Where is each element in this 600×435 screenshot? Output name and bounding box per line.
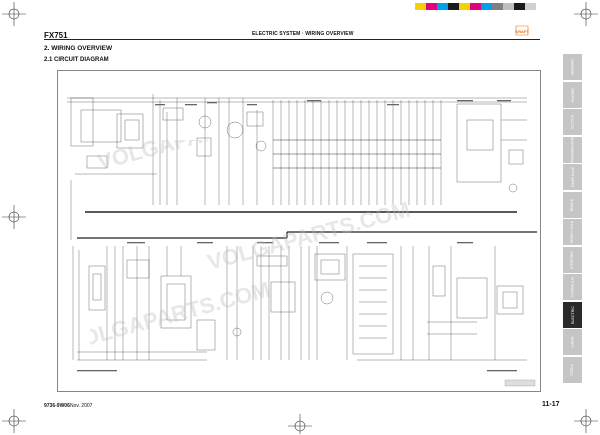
svg-text:VOLGAPARTS.COM: VOLGAPARTS.COM [95, 140, 303, 175]
color-swatch [481, 3, 492, 10]
tab-label: REAR AXLE [570, 167, 575, 187]
tab-label: STEERING [570, 250, 575, 269]
tab-engine[interactable]: ENGINE [563, 81, 582, 108]
svg-text:KRAFT: KRAFT [515, 29, 529, 34]
watermark: VOLGAPARTS.COM VOLGAPARTS.COM VOLGAPARTS… [90, 140, 413, 355]
tab-label: CABIN [570, 336, 575, 348]
document-date: Nov. 2007 [70, 403, 93, 409]
header-title: ELECTRIC SYSTEM · WIRING OVERVIEW [252, 31, 354, 37]
tab-tools[interactable]: TOOLS [563, 356, 582, 383]
tab-label: ELECTRIC [570, 305, 575, 324]
color-swatch [514, 3, 525, 10]
color-swatch [536, 3, 547, 10]
svg-text:VOLGAPARTS.COM: VOLGAPARTS.COM [90, 277, 273, 355]
color-swatch [470, 3, 481, 10]
color-swatch [415, 3, 426, 10]
tab-rear-axle[interactable]: REAR AXLE [563, 164, 582, 190]
section-title: 2. WIRING OVERVIEW [44, 45, 113, 52]
tab-label: BRAKE [570, 198, 575, 211]
tab-steering[interactable]: STEERING [563, 246, 582, 273]
tab-label: FRONT AXLE [570, 220, 575, 244]
color-swatch [492, 3, 503, 10]
svg-text:VOLGAPARTS.COM: VOLGAPARTS.COM [205, 197, 413, 275]
color-swatch [459, 3, 470, 10]
tab-label: TRANSMISSION [570, 136, 575, 163]
color-swatch [503, 3, 514, 10]
document-code: 9736-9W06 [44, 403, 70, 409]
tab-label: ENGINE [570, 87, 575, 102]
tab-cabin[interactable]: CABIN [563, 329, 582, 355]
page-number: 11-17 [542, 401, 560, 408]
tab-general[interactable]: GENERAL [563, 54, 582, 80]
color-swatch [437, 3, 448, 10]
tab-label: GENERAL [570, 58, 575, 76]
color-swatch [525, 3, 536, 10]
tab-brake[interactable]: BRAKE [563, 191, 582, 218]
subsection-title: 2.1 CIRCUIT DIAGRAM [44, 57, 109, 63]
circuit-diagram [57, 70, 541, 392]
header-rule [44, 39, 540, 40]
tab-label: TOOLS [570, 363, 575, 376]
tab-electric[interactable]: ELECTRIC [563, 301, 582, 328]
tab-front-axle[interactable]: FRONT AXLE [563, 219, 582, 245]
tab-clutch[interactable]: CLUTCH [563, 109, 582, 135]
tab-transmission[interactable]: TRANSMISSION [563, 136, 582, 163]
tab-label: CLUTCH [570, 114, 575, 130]
color-calibration-bar [415, 3, 547, 10]
tab-label: HYDRAULIC [570, 276, 575, 298]
color-swatch [448, 3, 459, 10]
brand-logo: KRAFT [515, 25, 529, 36]
tab-hydraulic[interactable]: HYDRAULIC [563, 274, 582, 300]
model-name: FX751 [44, 31, 68, 40]
color-swatch [426, 3, 437, 10]
